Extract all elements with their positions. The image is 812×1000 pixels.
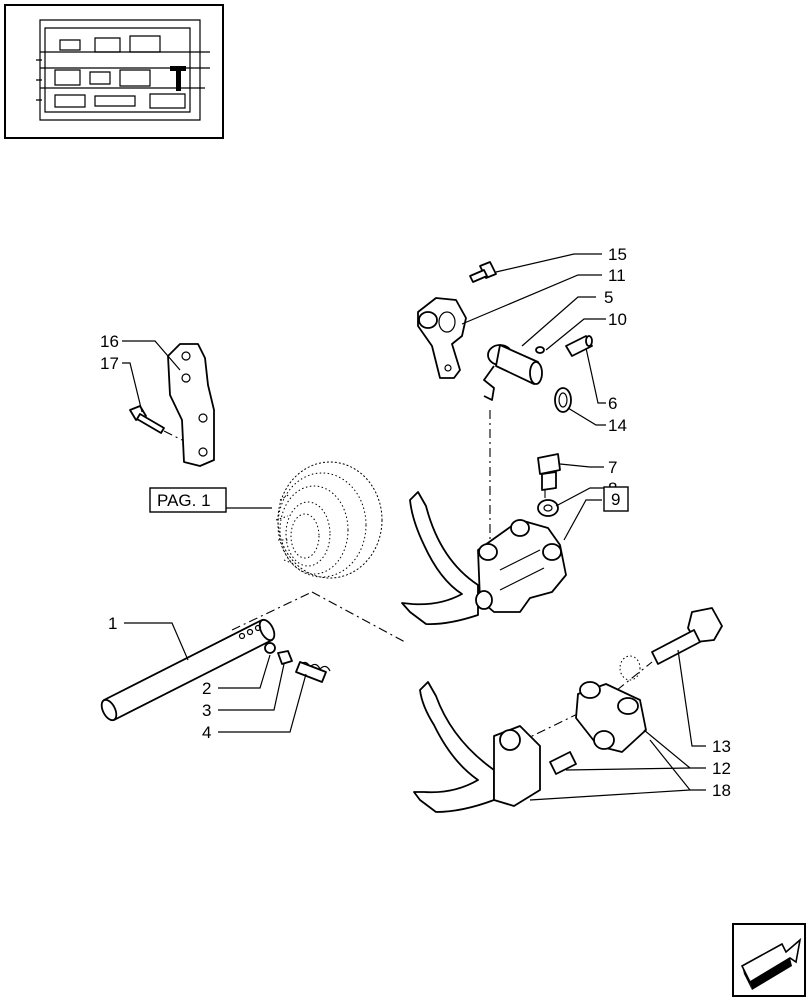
bolt-7 [537,453,561,491]
callout-7: 7 [608,458,617,477]
callout-3: 3 [202,701,211,720]
callout-16: 16 [100,332,119,351]
lower-shift-fork [413,681,647,813]
callout-1: 1 [108,614,117,633]
callout-13: 13 [712,737,731,756]
callout-6: 6 [608,394,617,413]
leader-lines [122,253,706,801]
callout-11: 11 [608,266,626,285]
axis-line [231,591,313,631]
next-page-arrow-icon[interactable] [732,923,806,997]
callout-5: 5 [604,288,613,307]
axis-line [601,661,653,703]
detent-parts [264,642,331,683]
pin-6 [565,335,593,357]
washer-8 [537,499,559,517]
svg-text:9: 9 [611,490,620,509]
selector-shaft-5 [483,344,543,401]
pin-10 [535,346,545,354]
svg-text:PAG. 1: PAG. 1 [157,491,211,510]
callout-2: 2 [202,679,211,698]
callout-10: 10 [608,310,627,329]
ring-14 [554,387,572,413]
callout-18: 18 [712,781,731,800]
bolt-13 [619,607,723,681]
bolt-17 [129,405,183,441]
page-reference-link[interactable]: PAG. 1 [149,487,227,513]
callout-15: 15 [608,245,627,264]
bracket-16 [167,343,215,467]
callout-12: 12 [712,759,731,778]
callout-4: 4 [202,723,211,742]
synchronizer-hub [275,461,383,579]
lever-11 [417,297,467,379]
locator-thumbnail[interactable] [4,4,224,139]
screw-15 [469,261,497,283]
callout-17: 17 [100,354,119,373]
callouts: 15 11 5 10 6 14 7 8 13 12 18 16 17 1 2 3… [100,245,731,800]
callout-9-box: 9 [603,486,629,512]
axis-line [311,591,406,643]
callout-14: 14 [608,416,627,435]
upper-shift-fork [401,491,567,625]
shift-rod-1 [100,618,276,722]
